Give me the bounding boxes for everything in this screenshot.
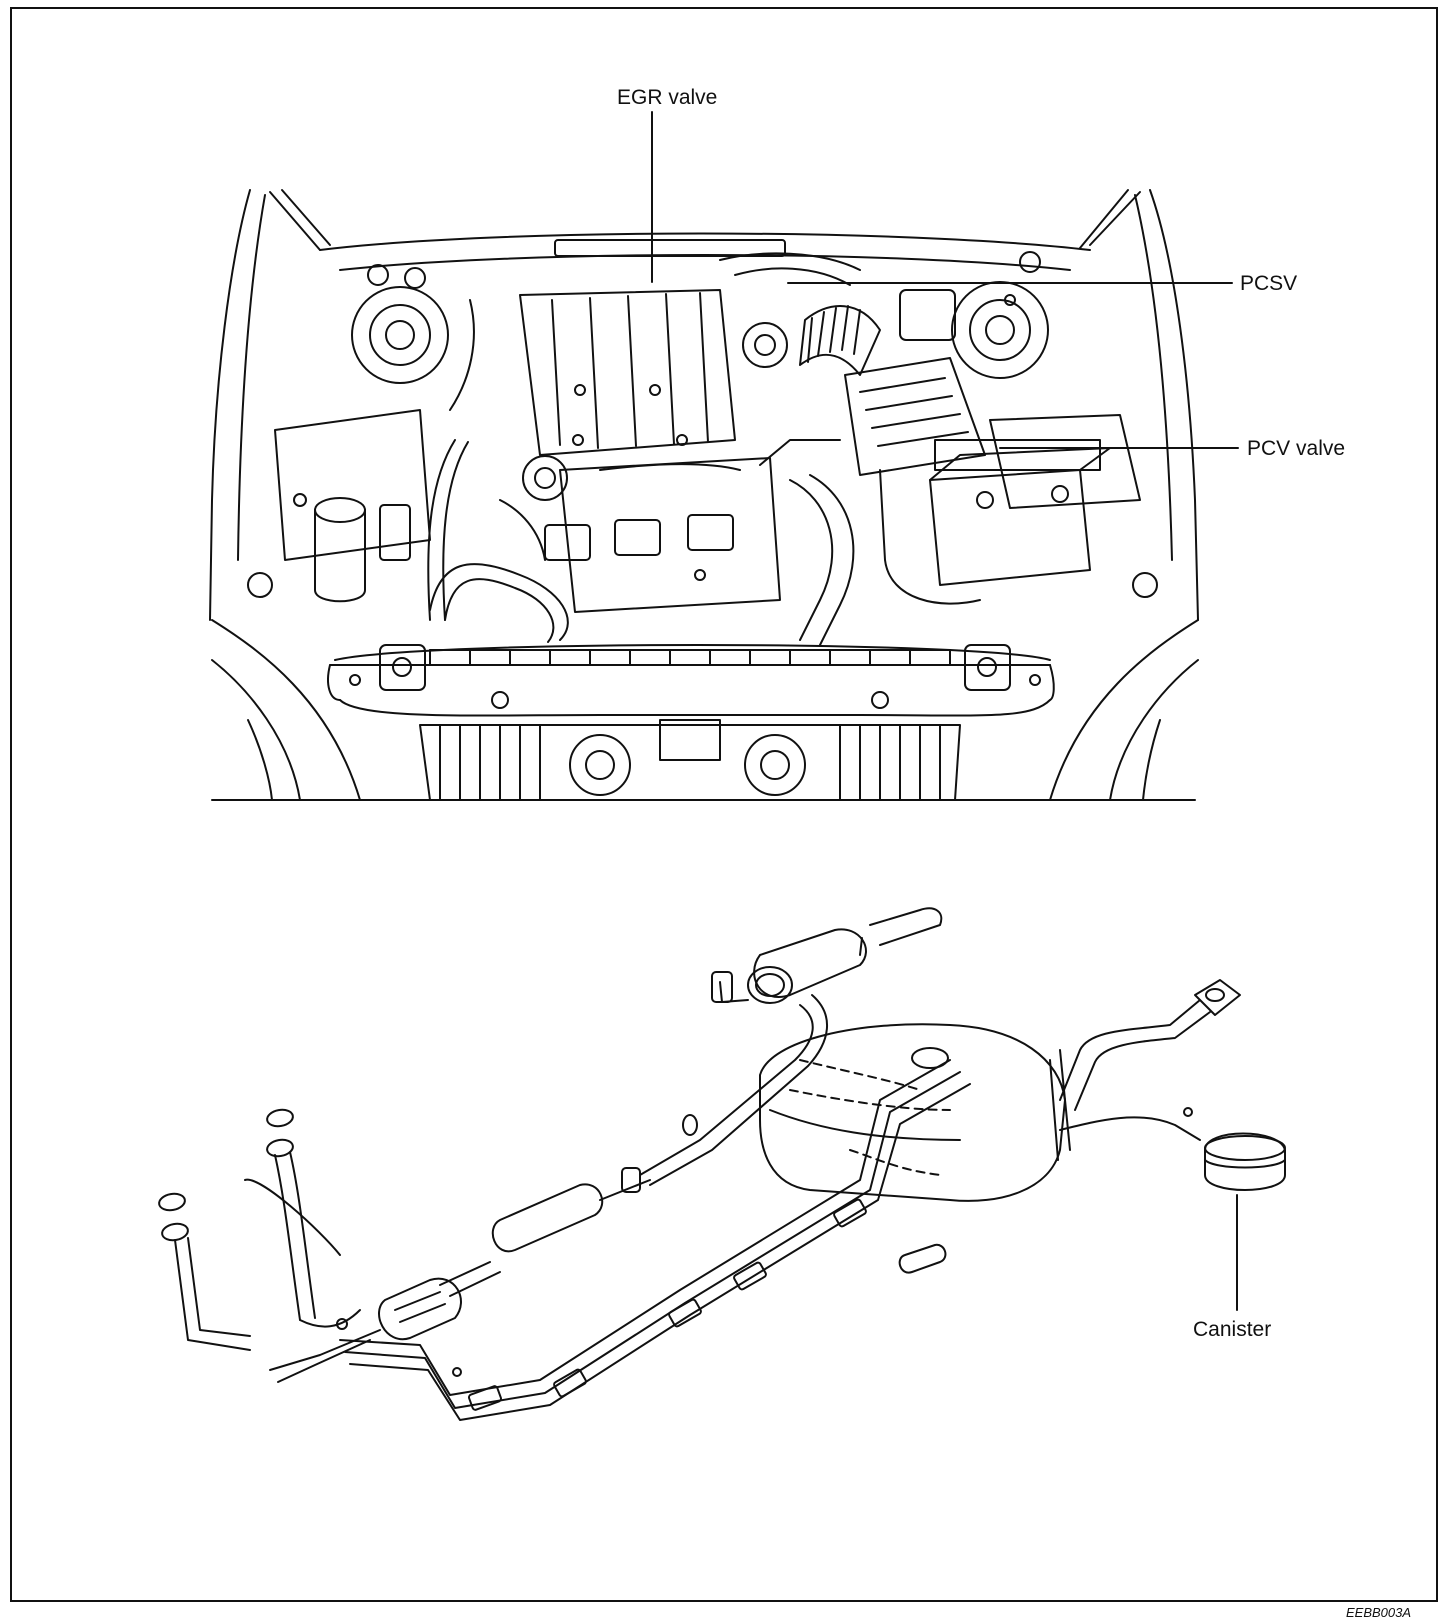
figure-code: EEBB003A — [1346, 1605, 1412, 1620]
figure-frame — [10, 7, 1438, 1602]
pcv-valve-label: PCV valve — [1247, 437, 1346, 460]
underbody-illustration — [158, 907, 1286, 1421]
engine-bay-illustration — [209, 189, 1199, 801]
egr-valve-label: EGR valve — [617, 86, 718, 109]
pcsv-label: PCSV — [1240, 272, 1298, 295]
canister-label: Canister — [1193, 1318, 1272, 1341]
